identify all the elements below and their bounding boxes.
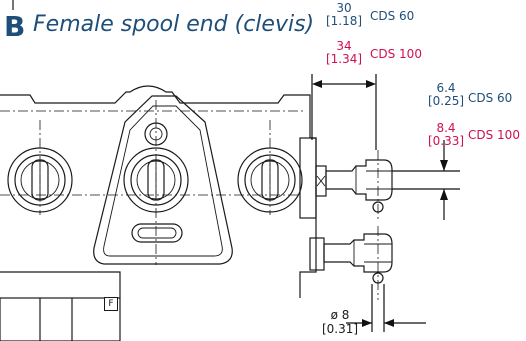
port-marker-label: F [104,297,118,311]
pin-diameter-mm: ø 8 [330,308,350,322]
pin-diameter-inch: [0.31] [321,322,359,336]
port-right [237,147,303,213]
lower-nut [309,237,325,271]
length-cds100-label: CDS 100 [370,47,422,61]
lower-clevis [323,226,393,300]
upper-clevis [325,150,393,220]
length-cds60-label: CDS 60 [370,9,415,23]
slot-cds60-inch: [0.25] [427,94,465,108]
lower-slot-inner [137,227,177,239]
center-section-inner [103,105,223,257]
length-cds100-inch: [1.34] [325,52,363,66]
length-cds60-mm: 30 [336,1,352,15]
length-cds60-inch: [1.18] [325,14,363,28]
bottom-flange [0,297,121,341]
pin-dimension [346,284,426,332]
slot-cds100-label: CDS 100 [468,128,520,142]
length-cds100-mm: 34 [336,39,352,53]
upper-nut-mark [316,175,326,187]
slot-cds60-label: CDS 60 [468,91,513,105]
slot-cds60-mm: 6.4 [436,81,456,95]
center-section [93,95,233,265]
slot-dimension [392,140,460,220]
port-left [7,147,73,213]
slot-cds100-inch: [0.33] [427,134,465,148]
figure-title: Female spool end (clevis) [33,12,315,37]
slot-cds100-mm: 8.4 [436,121,456,135]
figure-letter: B [4,10,26,43]
length-dimension [311,74,377,150]
lower-slot [131,223,183,243]
port-middle [123,147,189,213]
